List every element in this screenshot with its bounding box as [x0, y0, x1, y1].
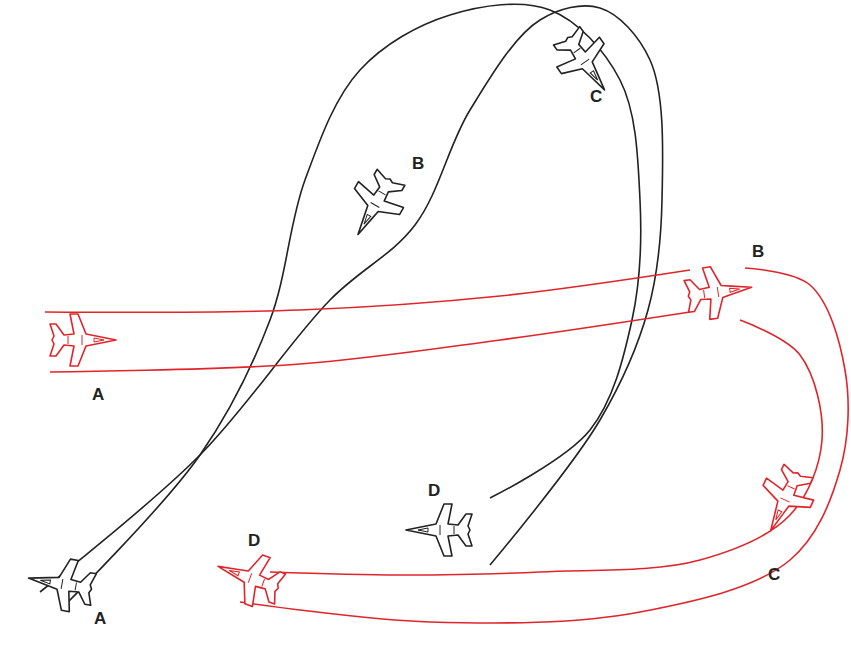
fighter-jet: [747, 460, 822, 542]
position-letter: D: [428, 482, 440, 499]
fighter-jet: [683, 262, 756, 323]
fighter-jet: [50, 314, 116, 366]
black-flight-path: [62, 4, 641, 608]
fighter-jet: [545, 21, 625, 105]
position-letter: D: [248, 532, 260, 549]
black-flight-path: [40, 6, 663, 592]
fighter-jet: [24, 552, 98, 615]
fighter-jet: [335, 164, 413, 247]
position-letter: C: [590, 88, 602, 105]
red-flight-path: [240, 268, 848, 623]
position-letter: B: [412, 155, 424, 172]
red-flight-path: [50, 312, 690, 372]
red-flight-path: [45, 270, 690, 312]
position-letter: A: [92, 386, 104, 403]
position-letter: C: [768, 566, 780, 583]
fighter-jet: [209, 542, 289, 613]
fighter-jet: [406, 504, 472, 556]
red-flight-path: [270, 320, 822, 575]
position-letter: B: [752, 243, 764, 260]
position-letter: A: [94, 610, 106, 627]
